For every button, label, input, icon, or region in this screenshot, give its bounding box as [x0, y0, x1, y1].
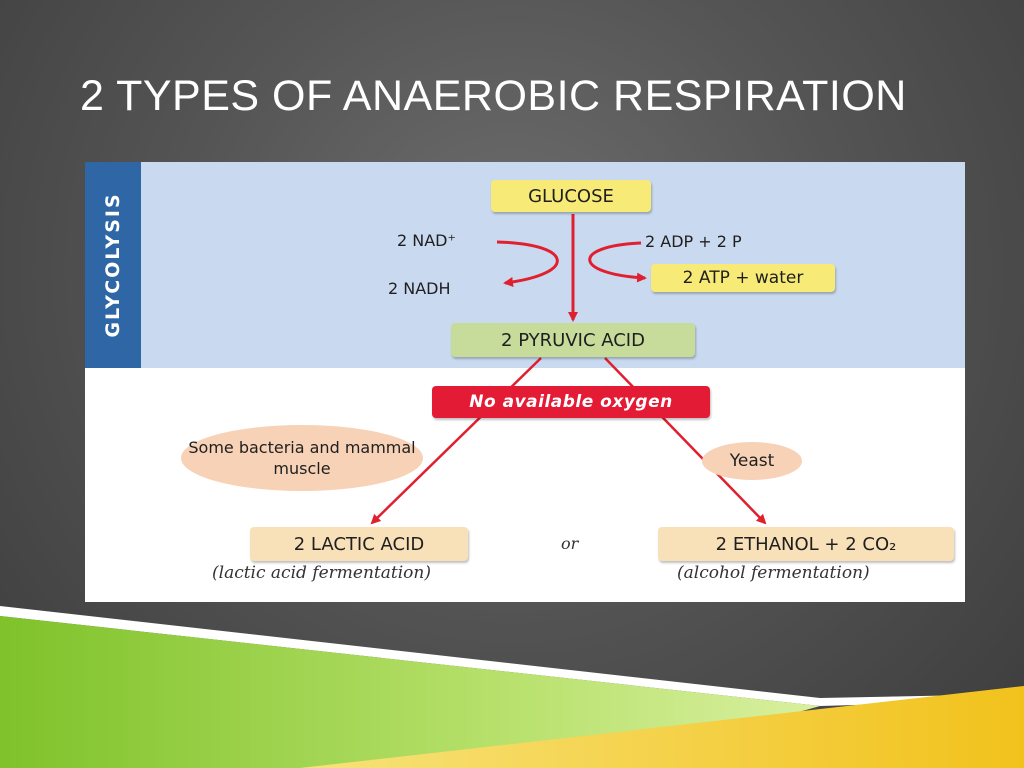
nad-label: 2 NAD⁺ — [397, 231, 456, 250]
yellow-band — [300, 686, 1024, 768]
glucose-box: GLUCOSE — [491, 180, 651, 212]
no-oxygen-banner: No available oxygen — [432, 386, 710, 418]
or-label: or — [561, 534, 579, 553]
lactic-acid-box: 2 LACTIC ACID — [250, 527, 468, 561]
arrows-layer — [370, 214, 767, 525]
yeast-oval: Yeast — [702, 442, 802, 480]
nadh-label: 2 NADH — [388, 279, 451, 298]
pyruvic-to-ethanol-arrow — [604, 357, 767, 525]
adp-label: 2 ADP + 2 P — [645, 232, 742, 251]
green-band — [0, 616, 820, 768]
lactic-caption: (lactic acid fermentation) — [212, 563, 431, 583]
ethanol-box: 2 ETHANOL + 2 CO₂ — [658, 527, 954, 561]
respiration-diagram: GLYCOLYSIS GLUCOSE 2 NAD⁺ 2 NADH 2 ADP +… — [85, 162, 965, 602]
nad-to-nadh-arrow — [496, 240, 559, 287]
bacteria-muscle-oval: Some bacteria and mammal muscle — [181, 425, 423, 491]
alcohol-caption: (alcohol fermentation) — [677, 563, 870, 583]
pyruvic-to-lactic-arrow — [370, 357, 542, 525]
glycolysis-tab: GLYCOLYSIS — [85, 162, 141, 368]
pyruvic-acid-box: 2 PYRUVIC ACID — [451, 323, 695, 357]
adp-to-atp-arrow — [588, 241, 647, 283]
atp-box: 2 ATP + water — [651, 264, 835, 292]
slide-title: 2 TYPES OF ANAEROBIC RESPIRATION — [80, 72, 907, 120]
